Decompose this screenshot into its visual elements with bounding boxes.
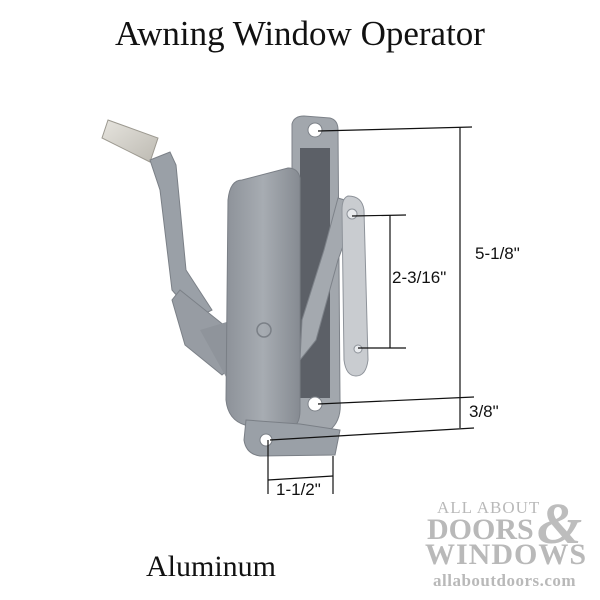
gear-housing-icon [225,167,301,429]
logo-line-all-about: ALL ABOUT [437,498,541,517]
handle-knob-icon [101,119,159,163]
logo-line-windows: WINDOWS [425,538,588,571]
material-caption: Aluminum [146,550,277,583]
logo-url: allaboutdoors.com [433,571,577,590]
logo-line-doors: DOORS [427,513,534,546]
dimension-lines-icon [267,126,475,494]
dimension-overall-height: 5-1/8" [475,244,520,263]
dimension-base-width: 1-1/2" [276,480,321,499]
operator-arm-icon [299,195,369,377]
logo-ampersand: & [537,491,583,556]
page-title: Awning Window Operator [115,14,485,53]
dimension-bottom-offset: 3/8" [469,402,499,421]
dimension-arm-hole-spacing: 2-3/16" [392,268,447,287]
